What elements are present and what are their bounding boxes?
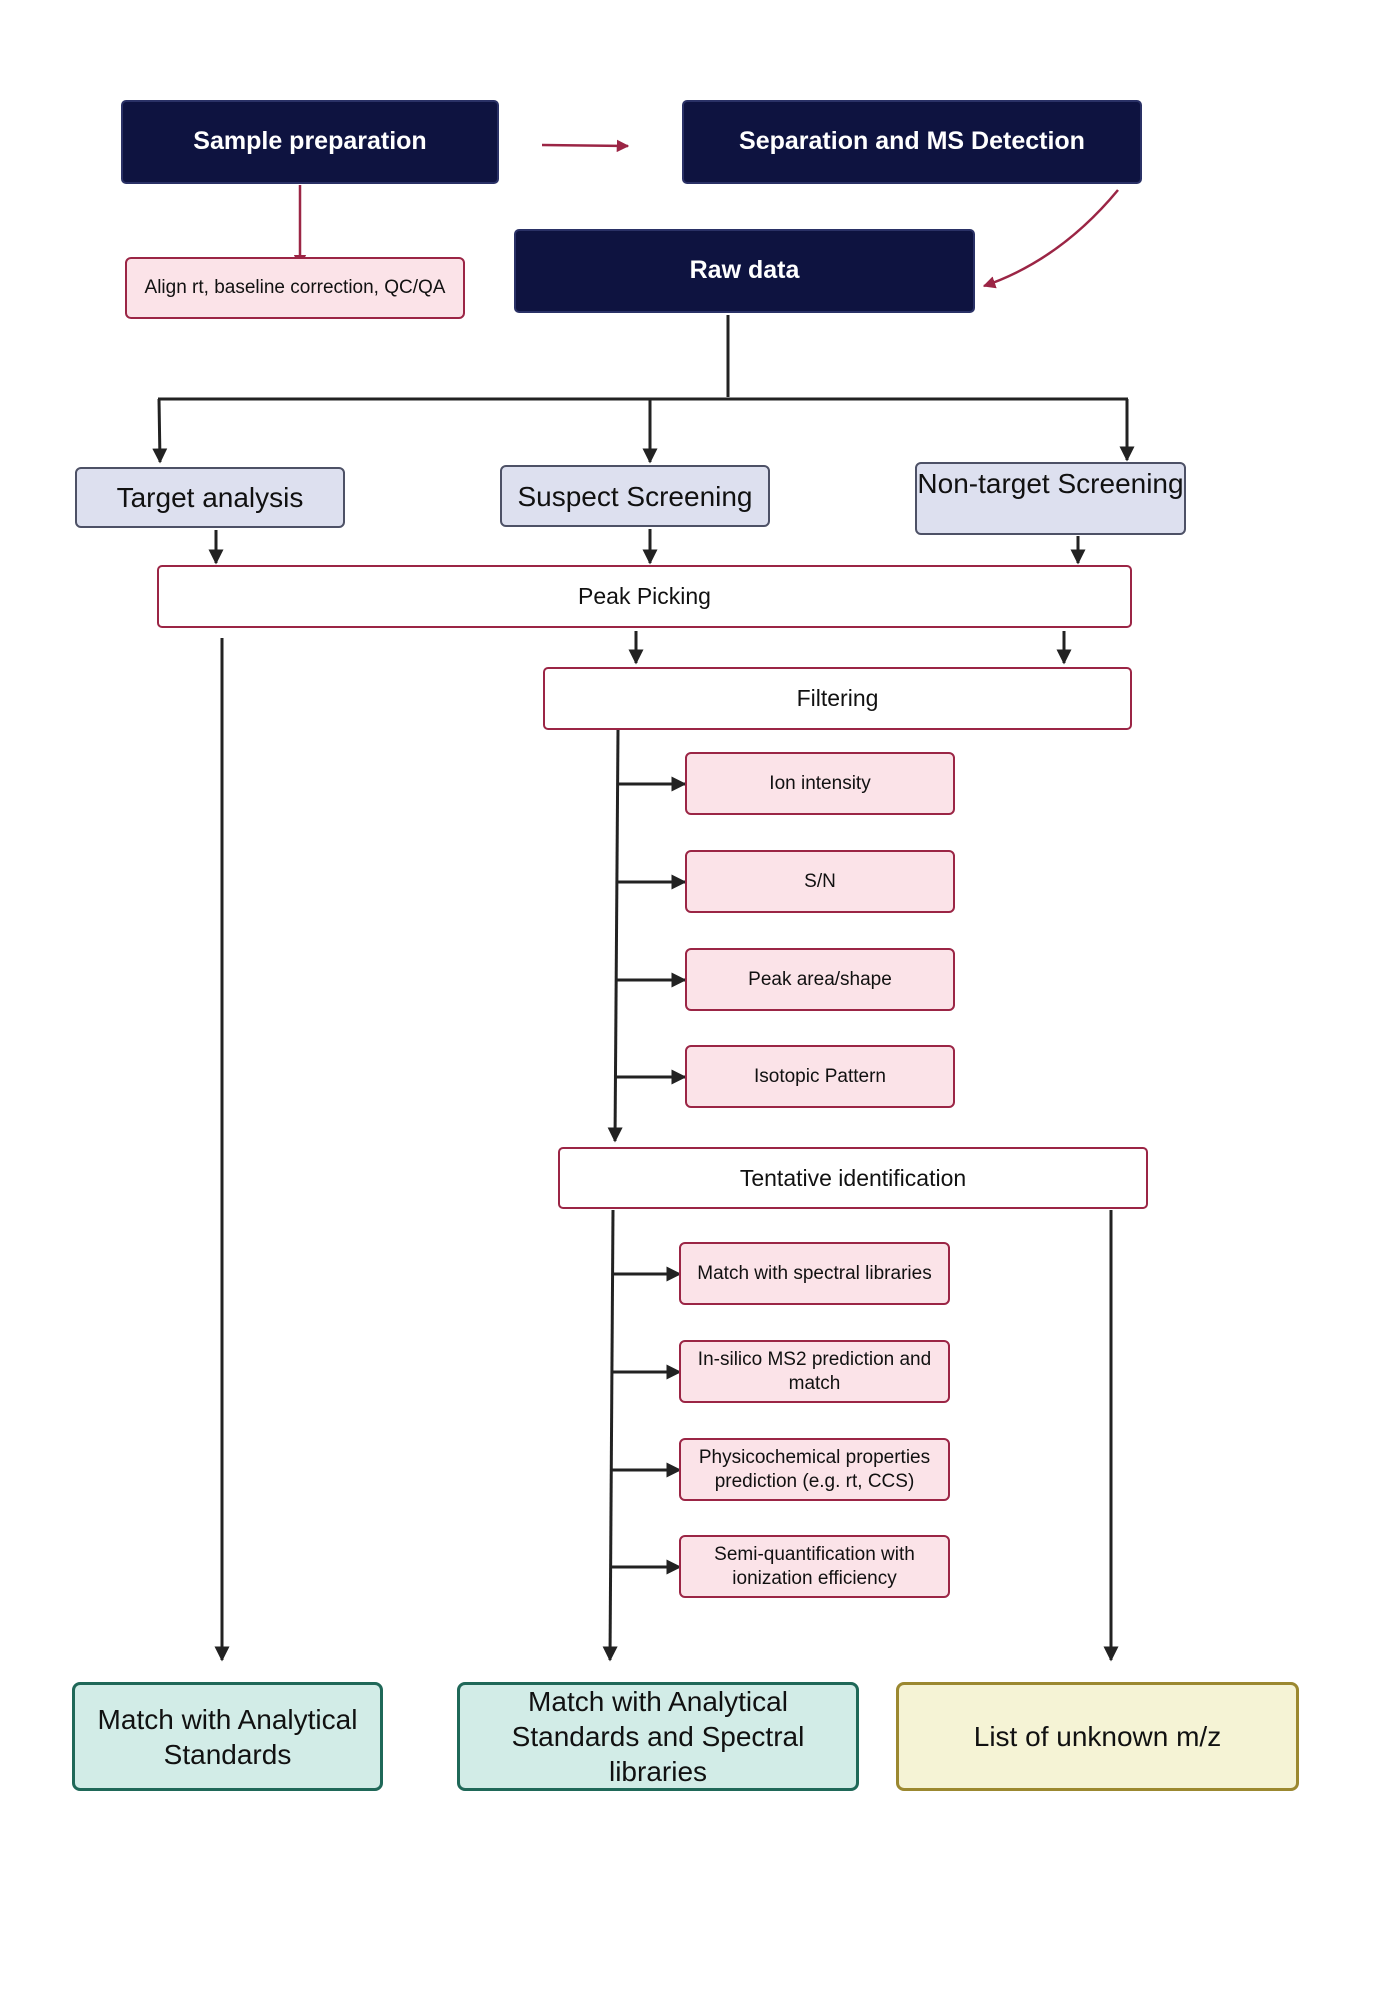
sn-node: S/N (685, 850, 955, 913)
sn-label: S/N (804, 870, 836, 892)
sample-preparation-node: Sample preparation (121, 100, 499, 184)
isotopic-pattern-node: Isotopic Pattern (685, 1045, 955, 1108)
separation-label: Separation and MS Detection (739, 127, 1085, 156)
semi-quantification-node: Semi-quantification with ionization effi… (679, 1535, 950, 1598)
peak-picking-node: Peak Picking (157, 565, 1132, 628)
nontarget-screening-label: Non-target Screening (917, 468, 1184, 499)
physicochemical-label: Physicochemical properties prediction (e… (698, 1446, 931, 1492)
analytical-standards-output-label: Match with Analytical Standards (97, 1703, 358, 1770)
filtering-label: Filtering (796, 685, 879, 712)
ion-intensity-node: Ion intensity (685, 752, 955, 815)
align-node: Align rt, baseline correction, QC/QA (125, 257, 465, 319)
target-analysis-label: Target analysis (116, 482, 304, 513)
raw-data-label: Raw data (689, 256, 800, 285)
tentative-identification-label: Tentative identification (739, 1164, 967, 1191)
separation-node: Separation and MS Detection (682, 100, 1142, 184)
arrow-separation-to-raw (982, 189, 1119, 289)
unknown-mz-output: List of unknown m/z (896, 1682, 1299, 1791)
tentative-identification-node: Tentative identification (558, 1147, 1148, 1209)
semi-quantification-label: Semi-quantification with ionization effi… (714, 1543, 915, 1589)
peak-area-node: Peak area/shape (685, 948, 955, 1011)
nontarget-screening-node: Non-target Screening (915, 462, 1186, 535)
standards-and-libraries-output: Match with Analytical Standards and Spec… (457, 1682, 859, 1791)
standards-and-libraries-output-label: Match with Analytical Standards and Spec… (511, 1686, 805, 1787)
arrow-peak-to-filtering (628, 631, 1072, 665)
peak-area-label: Peak area/shape (748, 968, 892, 990)
ion-intensity-label: Ion intensity (769, 772, 871, 794)
arrow-tentative-spine (602, 1209, 682, 1662)
suspect-screening-label: Suspect Screening (517, 480, 753, 512)
analytical-standards-output: Match with Analytical Standards (72, 1682, 383, 1791)
raw-data-node: Raw data (514, 229, 975, 313)
spectral-libraries-node: Match with spectral libraries (679, 1242, 950, 1305)
arrow-raw-split (152, 315, 1135, 464)
sample-preparation-label: Sample preparation (193, 127, 427, 156)
arrow-screening-to-peak (208, 529, 1086, 565)
arrow-prep-to-separation (541, 139, 630, 153)
filtering-node: Filtering (543, 667, 1132, 730)
target-analysis-node: Target analysis (75, 467, 345, 528)
arrow-filtering-spine (607, 729, 687, 1143)
peak-picking-label: Peak Picking (578, 583, 711, 610)
align-label: Align rt, baseline correction, QC/QA (144, 277, 446, 299)
isotopic-pattern-label: Isotopic Pattern (753, 1065, 887, 1087)
spectral-libraries-label: Match with spectral libraries (697, 1262, 932, 1284)
unknown-mz-output-label: List of unknown m/z (973, 1721, 1222, 1752)
physicochemical-node: Physicochemical properties prediction (e… (679, 1438, 950, 1501)
insilico-label: In-silico MS2 prediction and match (697, 1348, 932, 1394)
insilico-node: In-silico MS2 prediction and match (679, 1340, 950, 1403)
suspect-screening-node: Suspect Screening (500, 465, 770, 527)
